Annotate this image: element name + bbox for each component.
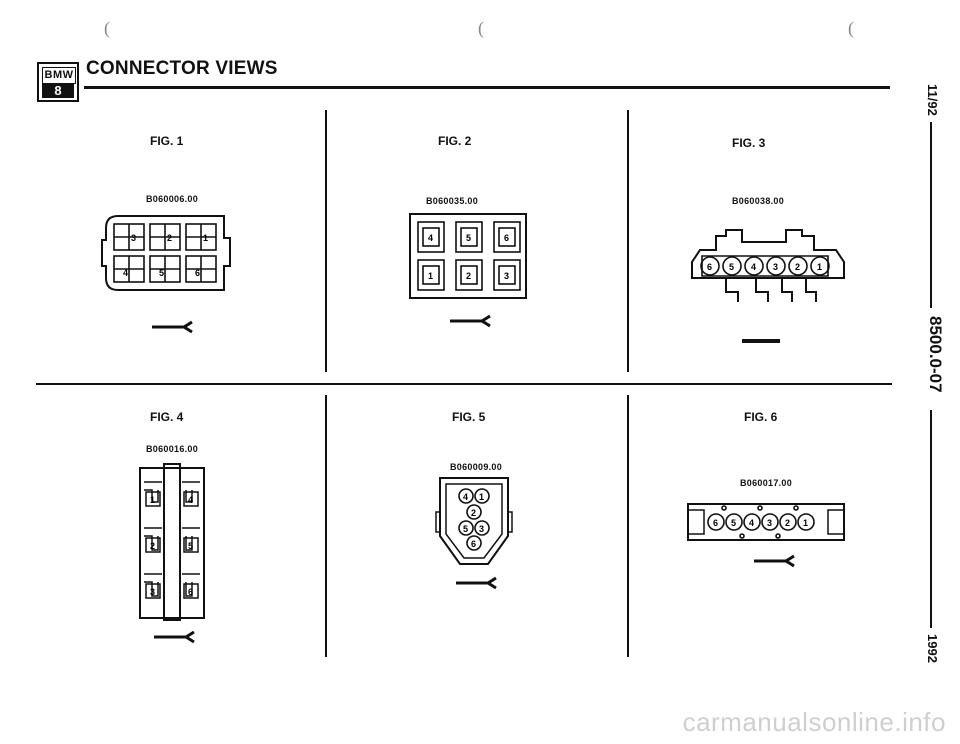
connector-diagram: 3 2 1 4 5 6	[101, 215, 231, 291]
figure-code: B060016.00	[146, 444, 199, 454]
view-arrow-icon	[754, 554, 795, 568]
pin-label: 4	[749, 518, 754, 528]
pin-label: 5	[731, 518, 736, 528]
pin-label: 2	[785, 518, 790, 528]
pin-label: 5	[466, 233, 471, 243]
pin-label: 6	[471, 539, 476, 549]
pin-label: 5	[463, 524, 468, 534]
connector-diagram: 6 5 4 3 2 1	[687, 503, 845, 541]
grid-divider	[627, 110, 629, 372]
figure-code: B060035.00	[426, 196, 479, 206]
pin-label: 1	[817, 262, 822, 272]
pin-label: 1	[203, 233, 208, 243]
connector-diagram: 1 4 2 5 3 6	[139, 463, 205, 621]
grid-divider-horizontal	[36, 383, 892, 385]
grid-divider	[325, 110, 327, 372]
pin-label: 4	[188, 495, 193, 505]
margin-rule	[930, 410, 932, 628]
pin-label: 5	[729, 262, 734, 272]
pin-label: 1	[150, 495, 155, 505]
figure-label: FIG. 4	[150, 410, 184, 424]
pin-label: 4	[123, 268, 128, 278]
connector-diagram: 4 1 2 5 3 6	[435, 477, 513, 565]
pin-label: 6	[195, 268, 200, 278]
pin-label: 3	[767, 518, 772, 528]
view-arrow-icon	[742, 339, 780, 343]
view-arrow-icon	[456, 576, 497, 590]
page-title: CONNECTOR VIEWS	[86, 58, 278, 79]
connector-diagram: 4 5 6 1 2 3	[409, 213, 527, 299]
margin-rule	[930, 122, 932, 308]
pin-label: 2	[466, 271, 471, 281]
pin-label: 3	[479, 524, 484, 534]
pin-label: 3	[131, 233, 136, 243]
pin-label: 6	[713, 518, 718, 528]
pin-label: 3	[504, 271, 509, 281]
margin-year: 1992	[925, 634, 940, 663]
figure-label: FIG. 2	[438, 134, 472, 148]
scan-mark: (	[104, 18, 110, 38]
pin-label: 2	[167, 233, 172, 243]
figure-code: B060017.00	[740, 478, 793, 488]
view-arrow-icon	[152, 320, 193, 334]
connector-diagram: 6 5 4 3 2 1	[691, 229, 845, 302]
pin-label: 1	[803, 518, 808, 528]
scan-mark: (	[478, 18, 484, 38]
pin-label: 4	[463, 492, 468, 502]
pin-label: 6	[504, 233, 509, 243]
grid-divider	[627, 395, 629, 657]
pin-label: 2	[471, 508, 476, 518]
pin-label: 1	[428, 271, 433, 281]
figure-code: B060038.00	[732, 196, 785, 206]
pin-label: 6	[707, 262, 712, 272]
grid-divider	[325, 395, 327, 657]
pin-label: 2	[795, 262, 800, 272]
view-arrow-icon	[154, 630, 195, 644]
figure-label: FIG. 6	[744, 410, 778, 424]
pin-label: 5	[159, 268, 164, 278]
pin-label: 3	[773, 262, 778, 272]
bmw-8-logo: BMW 8	[37, 62, 79, 102]
figure-label: FIG. 5	[452, 410, 486, 424]
view-arrow-icon	[450, 314, 491, 328]
margin-page-code: 8500.0-07	[926, 316, 945, 393]
pin-label: 6	[188, 587, 193, 597]
figure-code: B060009.00	[450, 462, 503, 472]
figure-label: FIG. 1	[150, 134, 184, 148]
figure-code: B060006.00	[146, 194, 199, 204]
logo-brand: BMW	[42, 67, 76, 84]
pin-label: 4	[428, 233, 433, 243]
pin-label: 2	[150, 541, 155, 551]
scan-mark: (	[848, 18, 854, 38]
figure-label: FIG. 3	[732, 136, 766, 150]
header-rule	[84, 86, 890, 89]
logo-series: 8	[42, 84, 74, 98]
pin-label: 4	[751, 262, 756, 272]
pin-label: 5	[188, 541, 193, 551]
pin-label: 1	[479, 492, 484, 502]
watermark: carmanualsonline.info	[682, 707, 946, 737]
margin-date: 11/92	[925, 84, 940, 116]
pin-label: 3	[150, 587, 155, 597]
